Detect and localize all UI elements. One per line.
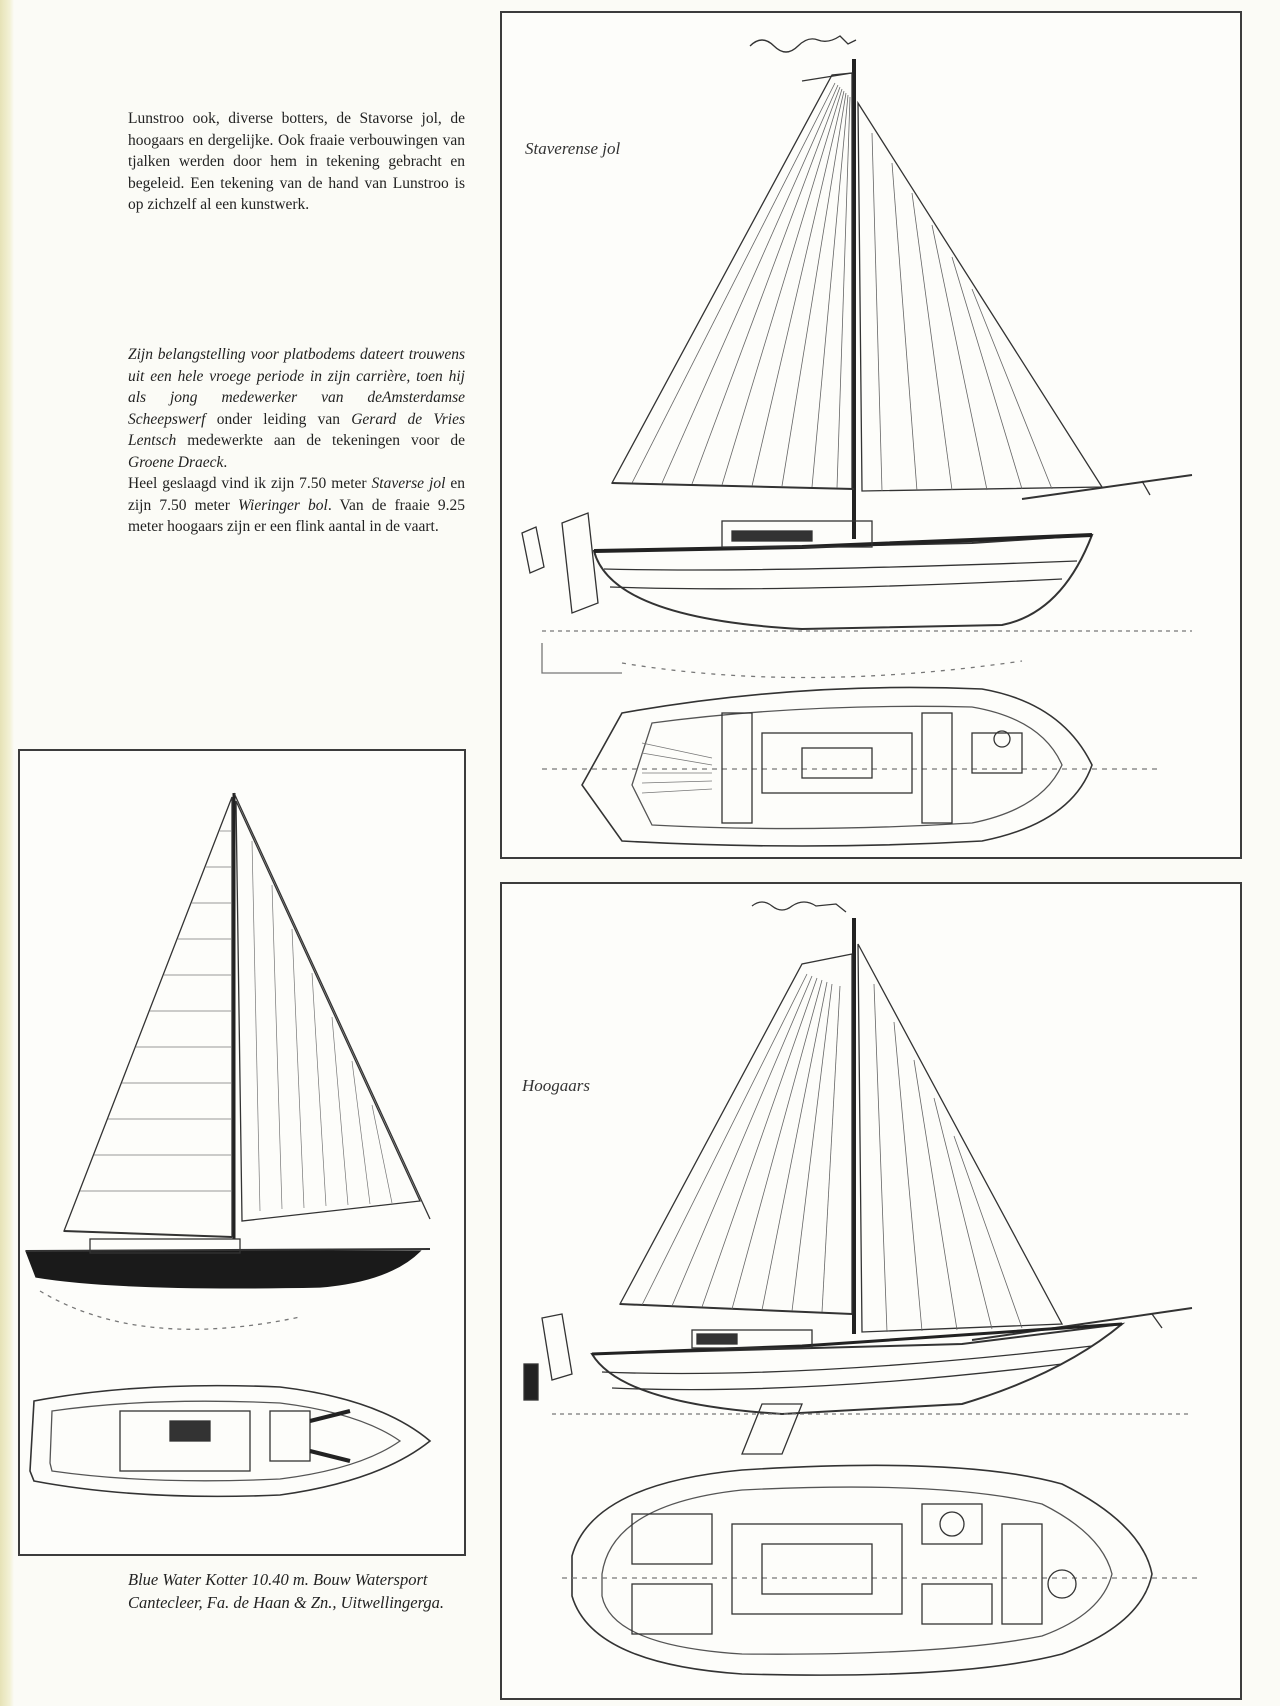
text-run: . Van de fraaie 9.25 meter hoogaars zijn… bbox=[128, 496, 465, 536]
intro-paragraph: Lunstroo ook, diverse botters, de Stavor… bbox=[128, 110, 465, 213]
text-run: onder leiding van bbox=[205, 410, 352, 428]
staverse-jol-label: Staverense jol bbox=[525, 139, 621, 158]
text-run: en zijn 7.50 meter bbox=[128, 475, 465, 514]
ship-name: Groene Draeck bbox=[128, 453, 224, 471]
text-run: Heel geslaagd vind ik zijn 7.50 meter bbox=[128, 475, 372, 492]
hoogaars-drawing bbox=[523, 901, 1202, 1676]
hoogaars-label: Hoogaars bbox=[522, 1076, 591, 1095]
text-run: medewerkte aan de tekeningen voor de bbox=[176, 432, 465, 449]
body-paragraph-2: Heel geslaagd vind ik zijn 7.50 meter St… bbox=[128, 473, 465, 538]
blue-water-kotter-figure bbox=[18, 749, 466, 1556]
staverse-jol-figure: Staverense jol bbox=[500, 11, 1242, 859]
figure-caption: Blue Water Kotter 10.40 m. Bouw Waterspo… bbox=[128, 1570, 445, 1612]
boat-name: Staverse jol bbox=[371, 475, 446, 492]
body-paragraph: Zijn belangstelling voor platbodems date… bbox=[128, 344, 465, 538]
hoogaars-figure: Hoogaars bbox=[500, 882, 1242, 1700]
blue-water-kotter-drawing bbox=[25, 792, 432, 1498]
yard-name: Amsterdamse Scheepswerf bbox=[128, 389, 465, 428]
designer-name: Gerard de Vries Lentsch bbox=[128, 410, 465, 450]
page-spine bbox=[0, 0, 14, 1706]
boat-name: Wieringer bol bbox=[237, 496, 328, 514]
em-text: Zijn belangstelling voor platbodems date… bbox=[128, 346, 465, 406]
text-run: . bbox=[223, 453, 228, 471]
staverse-jol-drawing bbox=[521, 35, 1193, 847]
body-paragraph-1: Zijn belangstelling voor platbodems date… bbox=[128, 344, 465, 473]
